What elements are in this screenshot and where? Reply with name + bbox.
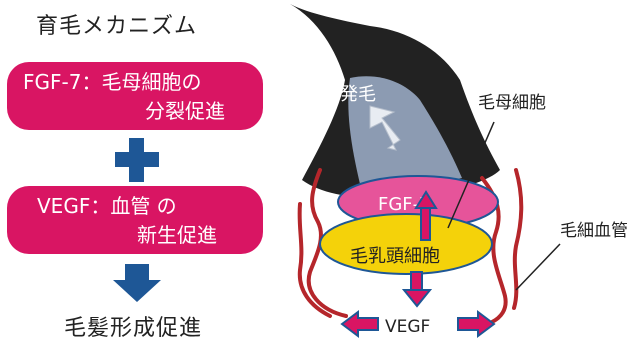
capillary-label: 毛細血管 xyxy=(560,221,628,241)
hair-matrix-label: 毛母細胞 xyxy=(478,93,546,113)
hair-shaft-inner xyxy=(348,76,462,186)
signal-arrow-up-shaft xyxy=(420,205,431,241)
growth-arrow-icon xyxy=(369,105,401,151)
capillary-left xyxy=(306,168,348,318)
vegf-label: VEGF xyxy=(385,317,430,337)
vegf-arrow-right-icon xyxy=(457,310,496,338)
fgf7-box-line1: FGF-7：毛母細胞の xyxy=(23,70,202,94)
vegf-arrow-left-icon xyxy=(340,310,379,338)
hair-matrix-leader xyxy=(447,121,495,229)
title: 育毛メカニズム xyxy=(36,14,198,39)
plus-icon xyxy=(115,138,159,182)
result-text: 毛髪形成促進 xyxy=(64,316,203,341)
vegf-box-line2: 新生促進 xyxy=(137,223,217,247)
signal-arrow-up-icon xyxy=(414,190,438,209)
capillary-leader xyxy=(515,243,561,291)
vegf-box-line1: VEGF：血管 の xyxy=(37,194,177,218)
hair-growth-label: 発毛 xyxy=(340,84,376,105)
fgf7-box: FGF-7：毛母細胞の 分裂促進 xyxy=(7,62,263,130)
capillary-left-branch xyxy=(297,202,332,318)
dermal-papilla-cell xyxy=(319,213,493,275)
signal-arrow-down-icon xyxy=(401,289,433,308)
fgf7-label: FGF-7 xyxy=(378,194,431,215)
fgf7-box-line2: 分裂促進 xyxy=(145,99,225,123)
down-arrow-icon xyxy=(113,264,161,302)
vegf-box: VEGF：血管 の 新生促進 xyxy=(7,186,263,254)
dermal-papilla-label: 毛乳頭細胞 xyxy=(350,246,440,267)
